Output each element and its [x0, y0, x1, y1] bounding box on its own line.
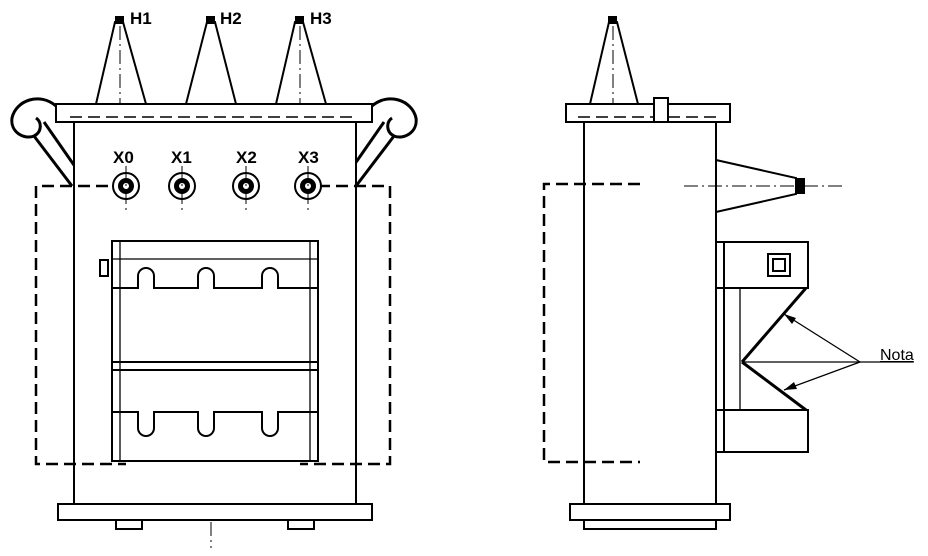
side-lv-bushing — [684, 158, 846, 214]
side-accessory-box — [715, 241, 809, 289]
radiator-left — [34, 184, 126, 466]
side-lower-block — [715, 409, 809, 453]
hv-bushing-h1 — [94, 16, 148, 105]
lifting-hook-left — [10, 97, 78, 187]
lv-label-x1: X1 — [171, 148, 192, 167]
note-leader-lines — [744, 313, 880, 391]
hv-label-h2: H2 — [220, 9, 242, 28]
radiator-right — [300, 184, 392, 466]
front-foot-right — [287, 519, 315, 530]
side-base — [569, 503, 731, 521]
side-foot — [583, 519, 717, 530]
front-view: H1 H2 H3 — [10, 9, 418, 548]
side-view: Nota — [542, 16, 914, 530]
core-coil-frame — [99, 240, 319, 462]
lifting-hook-right — [350, 97, 418, 187]
lv-label-x0: X0 — [113, 148, 134, 167]
front-base — [57, 503, 373, 521]
side-support-bracket — [723, 287, 808, 412]
side-tank-cover — [565, 103, 731, 123]
front-foot-left — [115, 519, 143, 530]
hv-label-h3: H3 — [310, 9, 332, 28]
note-label: Nota — [880, 347, 914, 364]
hv-bushing-h2 — [184, 16, 238, 105]
side-hv-bushing — [588, 16, 640, 105]
front-tank-cover — [55, 103, 373, 123]
side-tank-body — [583, 121, 717, 505]
hv-label-h1: H1 — [130, 9, 152, 28]
lv-label-x2: X2 — [236, 148, 257, 167]
side-radiator — [542, 182, 640, 464]
hv-bushing-h3 — [274, 16, 328, 105]
lv-label-x3: X3 — [298, 148, 319, 167]
